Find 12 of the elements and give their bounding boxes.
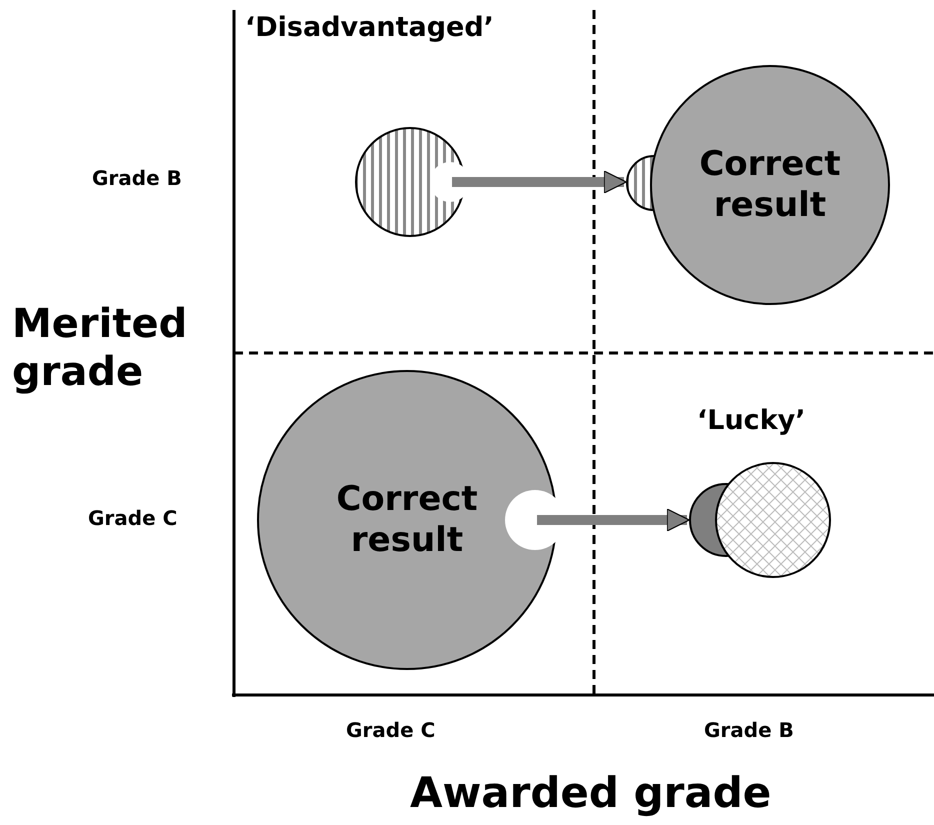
circle-label: Correct result [698,144,842,226]
quadrant-heading: ‘Lucky’ [697,405,806,436]
axis-tick-label: Grade B [92,166,182,190]
arrow [452,170,627,194]
quadrant-heading: ‘Disadvantaged’ [245,12,494,43]
axis-tick-label: Grade B [704,718,794,742]
circle-label: Correct result [335,479,479,561]
axis-title: Awarded grade [410,768,772,817]
axis-tick-label: Grade C [88,506,178,530]
axis-title: Merited grade [12,300,188,396]
axis-tick-label: Grade C [346,718,436,742]
arrow [537,508,690,532]
